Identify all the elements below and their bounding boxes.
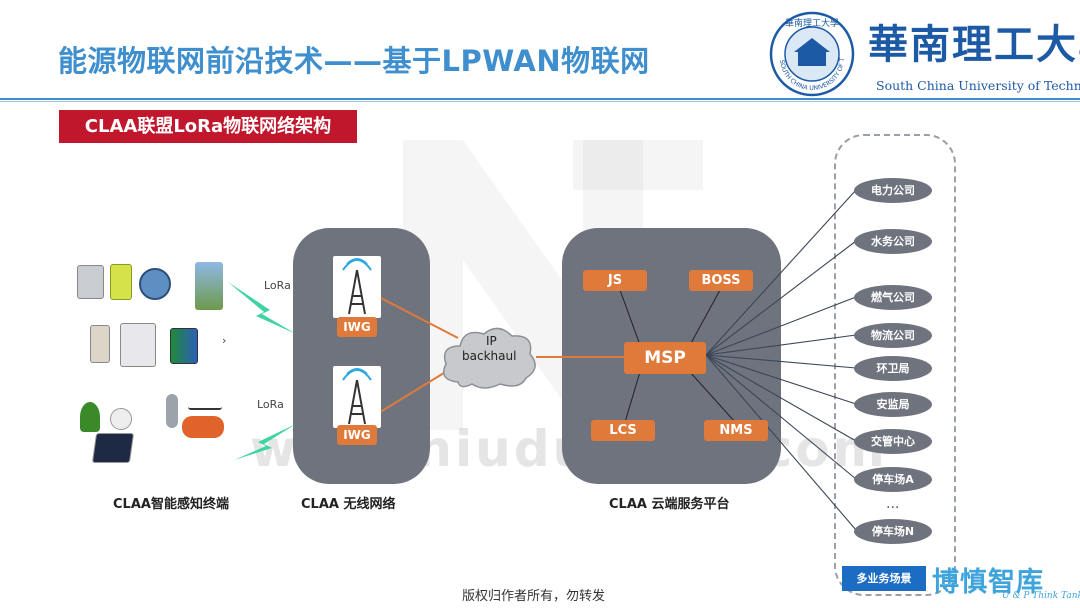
smoke-detector-icon: [110, 408, 132, 430]
service-traffic-center: 交管中心: [854, 429, 932, 454]
page-title: 能源物联网前沿技术——基于LPWAN物联网: [58, 44, 650, 78]
service-parking-n: 停车场N: [854, 519, 932, 544]
copyright-notice: 版权归作者所有，勿转发: [462, 589, 606, 604]
cropped-icon-mark: ›: [222, 334, 227, 347]
services-ellipsis: ...: [886, 496, 900, 512]
business-scenarios-frame: [834, 134, 956, 596]
coffee-machine-icon: [90, 325, 110, 363]
gateway-iwg-bottom: IWG: [337, 425, 377, 445]
svg-text:華南理工大學: 華南理工大學: [785, 17, 839, 29]
gateway-tower-bottom-icon: [333, 366, 381, 428]
cloud-caption: CLAA 云端服务平台: [609, 497, 730, 512]
business-scenarios-label: 多业务场景: [842, 566, 926, 591]
brand-logo: 博慎智库: [932, 567, 1044, 598]
service-water-company: 水务公司: [854, 229, 932, 254]
boss-server-box: BOSS: [689, 270, 753, 291]
lora-label-top: LoRa: [264, 279, 291, 292]
university-english-name: South China University of Technology: [876, 78, 1080, 93]
section-title: CLAA联盟LoRa物联网络架构: [59, 110, 357, 143]
service-power-company: 电力公司: [854, 178, 932, 203]
service-gas-company: 燃气公司: [854, 285, 932, 310]
brand-english-name: U & P Think Tank: [1002, 591, 1080, 601]
msp-server-box: MSP: [624, 342, 706, 374]
potted-plant-icon: [80, 402, 100, 432]
service-parking-a: 停车场A: [854, 467, 932, 492]
street-lamp-icon: [195, 262, 223, 310]
wireless-caption: CLAA 无线网络: [301, 497, 396, 512]
backhaul-label-ip: IP: [486, 334, 497, 348]
trash-bin-icon: [170, 328, 198, 364]
bicycle-icon: [188, 390, 222, 410]
university-name-logo: 華南理工大學: [868, 21, 1080, 68]
gas-meter-icon: [77, 265, 104, 299]
copier-icon: [120, 323, 156, 367]
tank-truck-icon: [182, 416, 224, 438]
header-divider-thin: [0, 101, 1080, 102]
electric-meter-icon: [110, 264, 132, 300]
gateway-tower-top-icon: [333, 256, 381, 318]
nms-server-box: NMS: [704, 420, 768, 441]
lora-bolt-top-icon: [228, 282, 296, 334]
backhaul-label-text: backhaul: [462, 349, 517, 363]
gas-cylinder-icon: [166, 394, 178, 428]
header-divider: [0, 98, 1080, 100]
service-logistics-company: 物流公司: [854, 323, 932, 348]
service-sanitation-bureau: 环卫局: [854, 356, 932, 381]
lora-label-bottom: LoRa: [257, 398, 284, 411]
ip-backhaul-cloud-icon: [443, 327, 536, 389]
service-safety-bureau: 安监局: [854, 392, 932, 417]
terminals-caption: CLAA智能感知终端: [113, 497, 229, 512]
js-server-box: JS: [583, 270, 647, 291]
water-meter-icon: [139, 268, 171, 300]
university-seal-logo: SOUTH CHINA UNIVERSITY OF TECHNOLOGY 華南理…: [768, 10, 855, 97]
lora-bolt-bottom-icon: [234, 424, 296, 460]
lcs-server-box: LCS: [591, 420, 655, 441]
gateway-iwg-top: IWG: [337, 317, 377, 337]
